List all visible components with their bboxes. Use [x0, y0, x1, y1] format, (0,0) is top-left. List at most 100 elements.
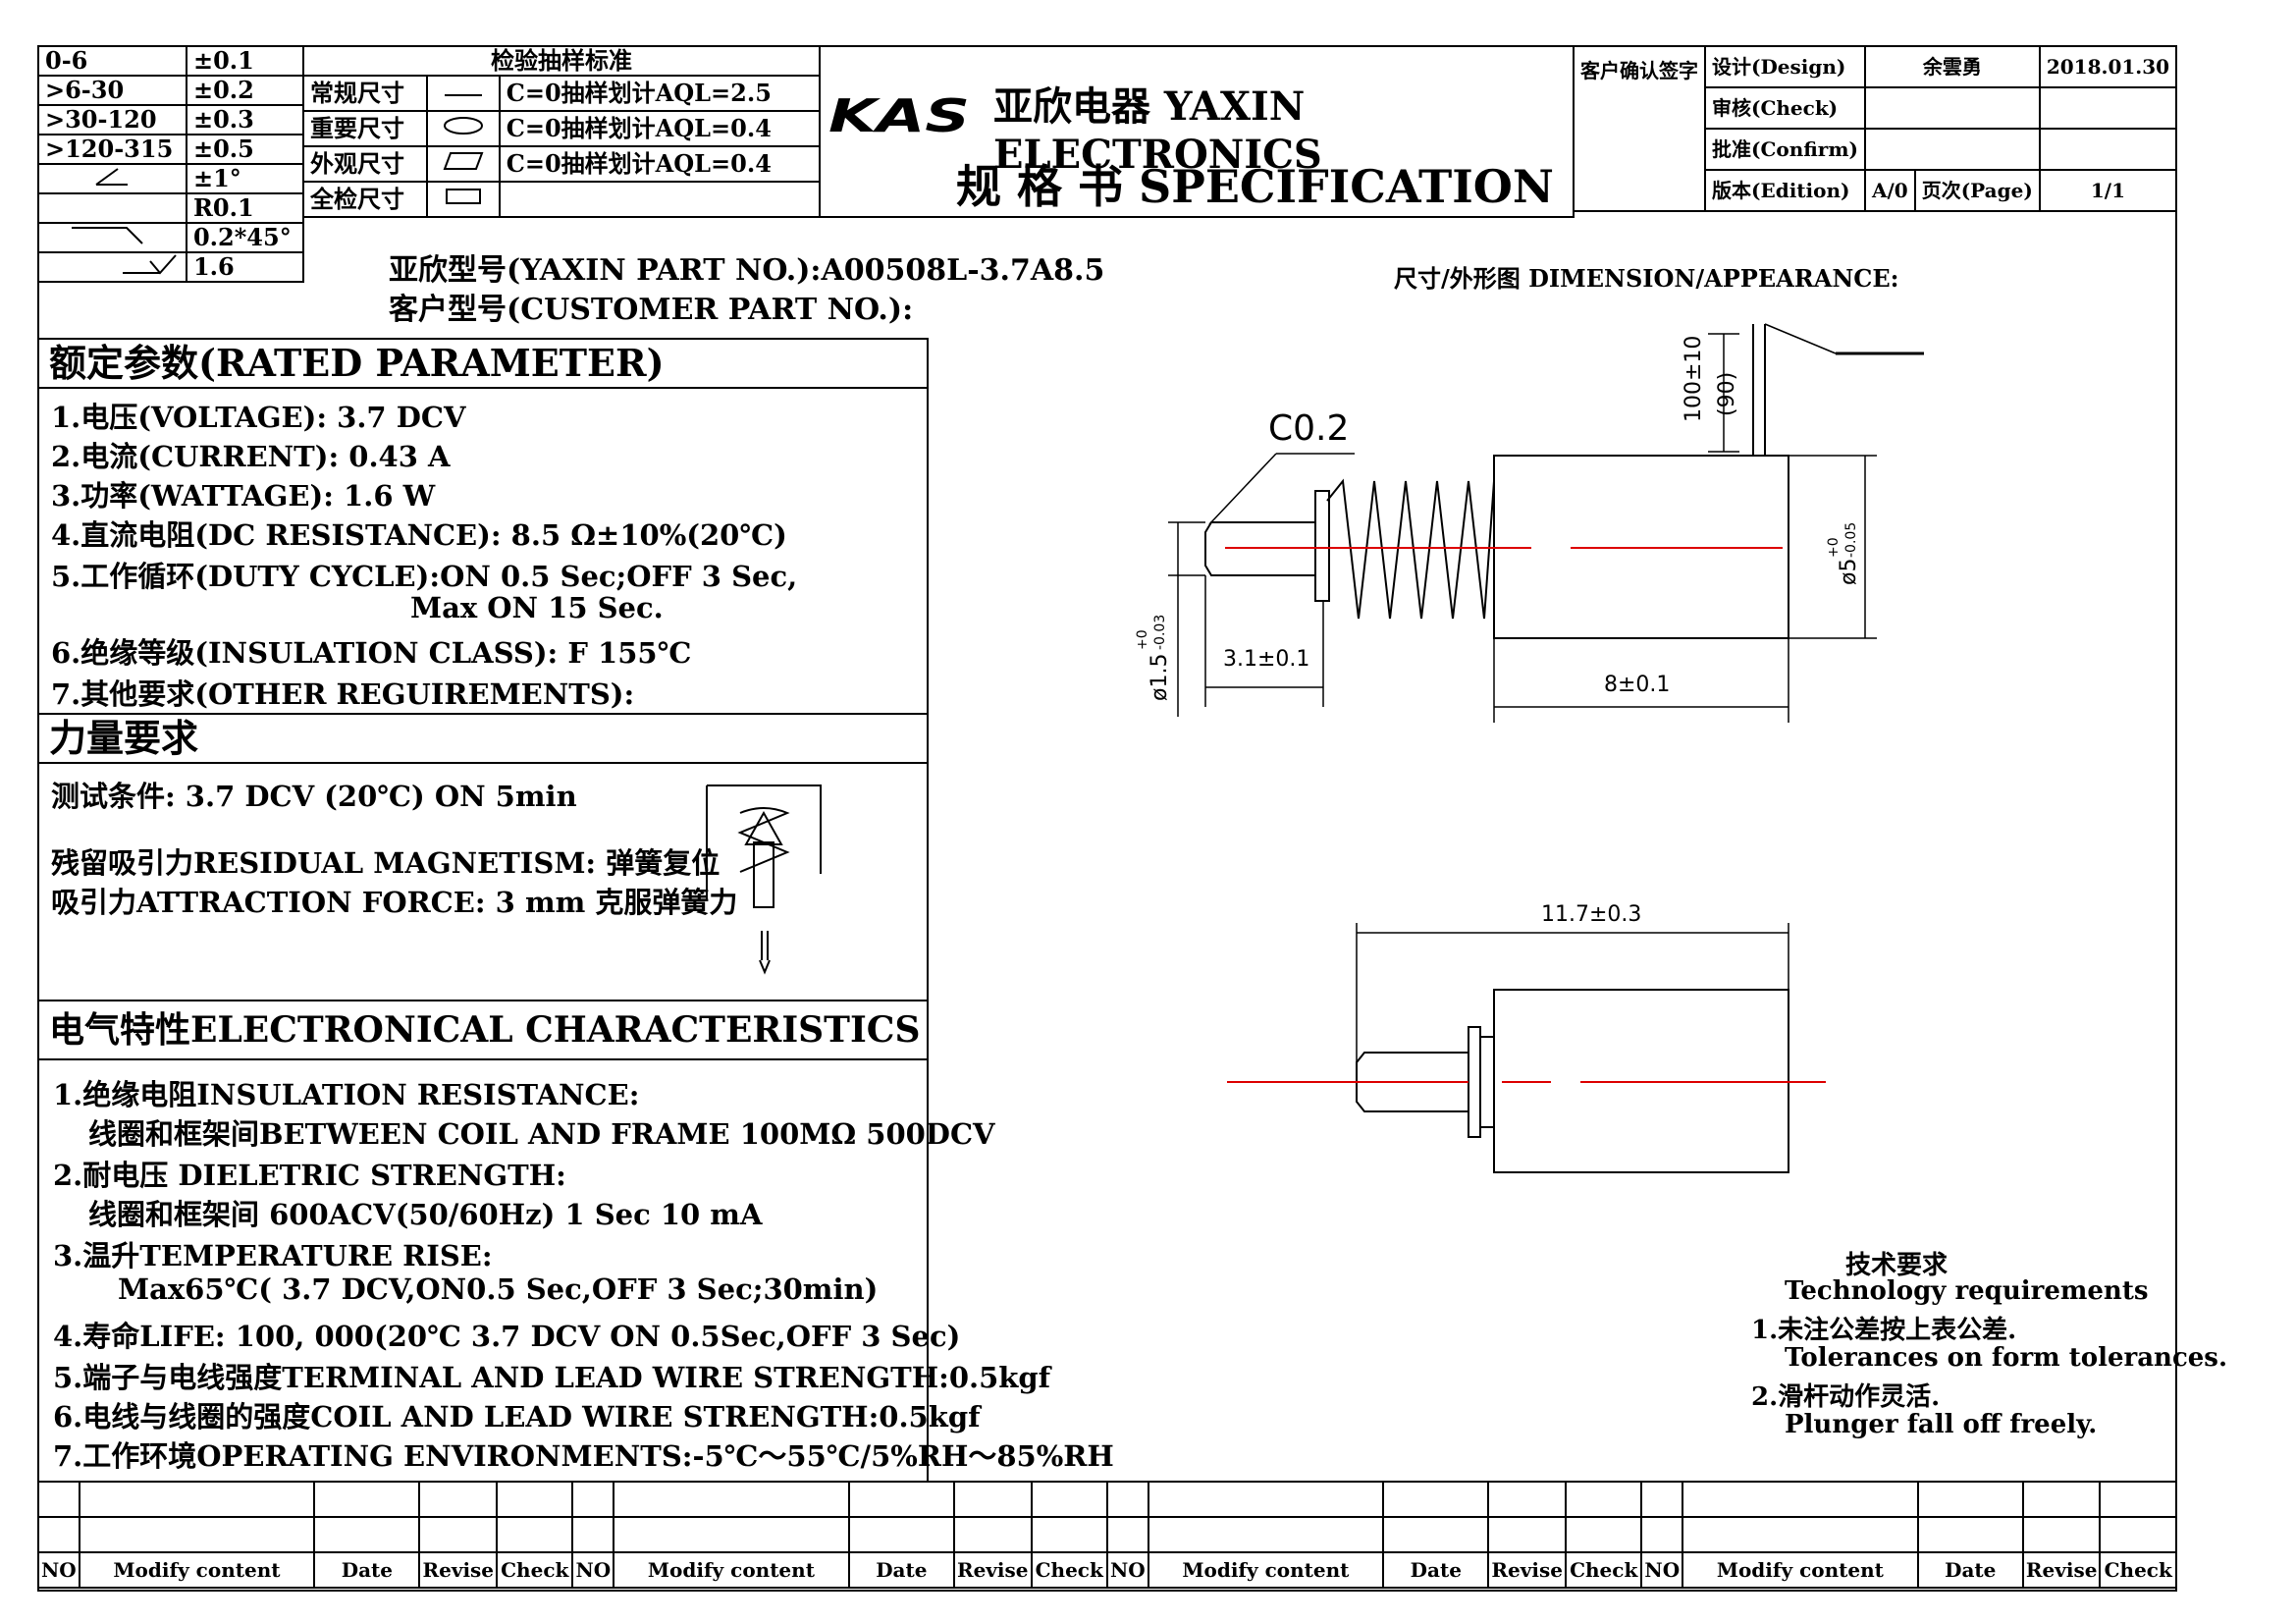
- inspection-name: 全检尺寸: [301, 181, 429, 218]
- inspection-table: 检验抽样标准 常规尺寸 C=0抽样划计AQL=2.5 重要尺寸 C=0抽样划计A…: [301, 45, 822, 218]
- company-name: 亚欣电器 YAXIN ELECTRONICS: [993, 83, 1322, 178]
- signature-table: 客户确认签字 设计(Design) 余雲勇 2018.01.30 审核(Chec…: [1573, 45, 2178, 212]
- rect-symbol-cell: [426, 181, 501, 218]
- title-block: KAS 亚欣电器 YAXIN ELECTRONICS 规 格 书 SPECIFI…: [819, 45, 1575, 218]
- spring-diagram-icon: [706, 784, 822, 975]
- tol-value: ±0.5: [185, 134, 305, 165]
- svg-text:ø1.5: ø1.5: [1148, 654, 1172, 701]
- revision-cell: [1487, 1516, 1567, 1553]
- force-title-box: 力量要求: [37, 713, 929, 764]
- tol-range: >6-30: [37, 75, 187, 106]
- designer-name: 余雲勇: [1863, 45, 2041, 88]
- check-value: [1863, 86, 2041, 130]
- customer-sign-cell: 客户确认签字: [1573, 45, 1706, 212]
- revision-cell: [847, 1481, 955, 1518]
- svg-text:(90): (90): [1715, 372, 1739, 416]
- svg-text:11.7±0.3: 11.7±0.3: [1541, 902, 1641, 927]
- inspection-rule: [498, 181, 822, 218]
- inspection-rule: C=0抽样划计AQL=0.4: [498, 110, 822, 147]
- svg-text:KAS: KAS: [828, 92, 970, 137]
- revision-header-cell: Check: [1564, 1551, 1643, 1589]
- roughness-icon: [122, 254, 177, 275]
- inspection-name: 外观尺寸: [301, 145, 429, 183]
- revision-cell: [1382, 1516, 1490, 1553]
- revision-header-cell: NO: [1640, 1551, 1684, 1589]
- revision-cell: [37, 1481, 80, 1518]
- rated-title-box: 额定参数(RATED PARAMETER): [37, 338, 929, 389]
- revision-header-cell: Revise: [2021, 1551, 2102, 1589]
- revision-cell: [847, 1516, 955, 1553]
- page-value: 1/1: [2038, 169, 2178, 212]
- revision-header-cell: Revise: [952, 1551, 1033, 1589]
- solenoid-drawing: 100±10 (90) C0.2 ø5 +0 -0.05 3.1±0.1 8±0…: [1135, 323, 1924, 1173]
- electrical-title: 电气特性ELECTRONICAL CHARACTERISTICS: [49, 1009, 921, 1051]
- revision-cell: [2099, 1516, 2177, 1553]
- revision-header-cell: Check: [496, 1551, 574, 1589]
- revision-header-cell: Check: [2099, 1551, 2177, 1589]
- revision-cell: [496, 1481, 574, 1518]
- revision-cell: [1030, 1516, 1108, 1553]
- chamfer-symbol-cell: [37, 222, 187, 253]
- line-symbol-cell: [426, 75, 501, 112]
- edition-label: 版本(Edition): [1704, 169, 1866, 212]
- tol-value: 0.2*45°: [185, 222, 305, 253]
- force-residual: 残留吸引力RESIDUAL MAGNETISM: 弹簧复位: [51, 846, 721, 880]
- force-content-box: 测试条件: 3.7 DCV (20℃) ON 5min 残留吸引力RESIDUA…: [37, 762, 929, 1001]
- electrical-line: Max65℃( 3.7 DCV,ON0.5 Sec,OFF 3 Sec;30mi…: [118, 1272, 879, 1306]
- angle-icon: [95, 168, 129, 186]
- tol-range: 0-6: [37, 45, 187, 77]
- ellipse-icon: [444, 117, 483, 135]
- tol-range: >30-120: [37, 104, 187, 135]
- tech-line: 1.未注公差按上表公差.: [1751, 1316, 2017, 1345]
- revision-cell: [1105, 1481, 1149, 1518]
- revision-cell: [613, 1516, 850, 1553]
- revision-cell: [1147, 1516, 1385, 1553]
- yaxin-part-number: 亚欣型号(YAXIN PART NO.):A00508L-3.7A8.5: [389, 253, 1105, 288]
- revision-header-cell: Revise: [418, 1551, 499, 1589]
- revision-cell: [313, 1516, 421, 1553]
- tol-value: ±0.1: [185, 45, 305, 77]
- tol-value: ±1°: [185, 163, 305, 194]
- rated-line: 3.功率(WATTAGE): 1.6 W: [51, 479, 436, 513]
- electrical-title-box: 电气特性ELECTRONICAL CHARACTERISTICS: [37, 1000, 929, 1060]
- electrical-line: 线圈和框架间BETWEEN COIL AND FRAME 100MΩ 500DC…: [88, 1117, 995, 1151]
- revision-cell: [2021, 1516, 2102, 1553]
- document-type: 规 格 书 SPECIFICATION: [956, 160, 1554, 213]
- revision-cell: [2099, 1481, 2177, 1518]
- force-attraction: 吸引力ATTRACTION FORCE: 3 mm 克服弹簧力: [51, 886, 738, 919]
- tol-value: R0.1: [185, 192, 305, 224]
- svg-text:100±10: 100±10: [1682, 336, 1706, 422]
- revision-cell: [613, 1481, 850, 1518]
- rated-line: 6.绝缘等级(INSULATION CLASS): F 155℃: [51, 636, 692, 670]
- tech-line: 2.滑杆动作灵活.: [1751, 1382, 1941, 1412]
- electrical-line: 4.寿命LIFE: 100, 000(20℃ 3.7 DCV ON 0.5Sec…: [53, 1320, 961, 1353]
- inspection-name: 重要尺寸: [301, 110, 429, 147]
- revision-header-cell: Check: [1030, 1551, 1108, 1589]
- revision-header-cell: Modify content: [613, 1551, 850, 1589]
- svg-text:-0.03: -0.03: [1152, 615, 1168, 650]
- revision-cell: [496, 1516, 574, 1553]
- force-condition: 测试条件: 3.7 DCV (20℃) ON 5min: [51, 780, 577, 813]
- rated-line: 7.其他要求(OTHER REGUIREMENTS):: [51, 677, 635, 711]
- tol-value: ±0.3: [185, 104, 305, 135]
- revision-cell: [418, 1481, 499, 1518]
- rated-content-box: 1.电压(VOLTAGE): 3.7 DCV 2.电流(CURRENT): 0.…: [37, 387, 929, 715]
- confirm-value: [1863, 128, 2041, 171]
- customer-part-number: 客户型号(CUSTOMER PART NO.):: [389, 293, 914, 327]
- kas-logo: KAS: [827, 89, 974, 142]
- design-date: 2018.01.30: [2038, 45, 2178, 88]
- spring: [1326, 478, 1495, 620]
- plunger-shaft: [1204, 521, 1315, 576]
- revision-cell: [1564, 1516, 1643, 1553]
- electrical-line: 1.绝缘电阻INSULATION RESISTANCE:: [53, 1078, 640, 1111]
- svg-text:+0: +0: [1826, 537, 1842, 558]
- parallelogram-icon: [443, 152, 484, 170]
- edition-value: A/0: [1863, 169, 1916, 212]
- revision-cell: [1105, 1516, 1149, 1553]
- revision-cell: [2021, 1481, 2102, 1518]
- svg-text:-0.05: -0.05: [1843, 522, 1859, 558]
- check-date: [2038, 86, 2178, 130]
- revision-cell: [571, 1516, 615, 1553]
